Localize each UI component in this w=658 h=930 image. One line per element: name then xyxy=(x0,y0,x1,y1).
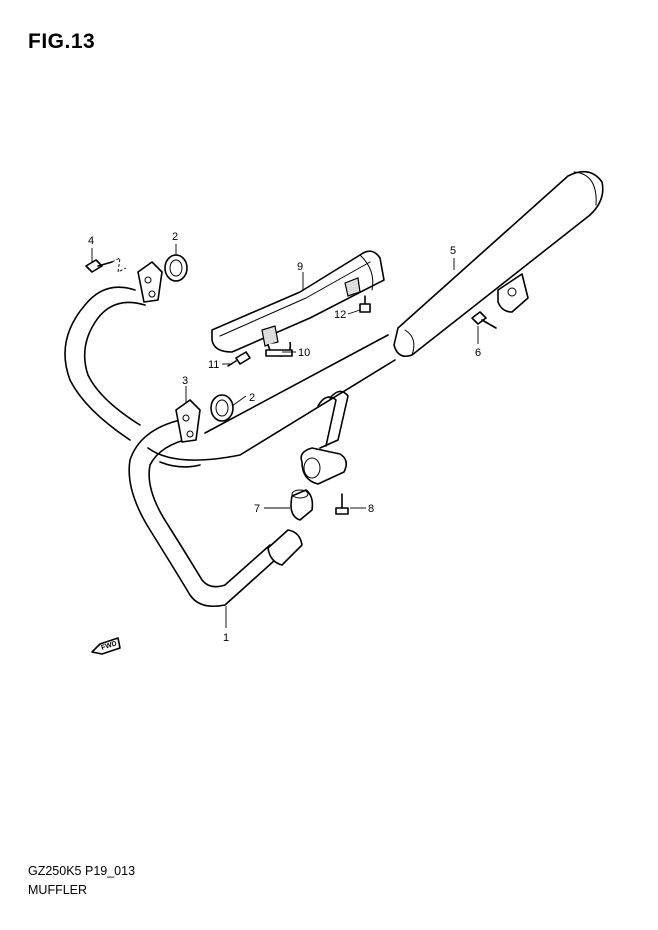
bolt-4[interactable] xyxy=(85,257,127,273)
callout-9: 9 xyxy=(297,261,303,273)
bolt-6[interactable] xyxy=(471,311,497,329)
callout-2-front: 2 xyxy=(249,392,255,404)
joint-pipe[interactable] xyxy=(290,489,314,521)
muffler-body[interactable] xyxy=(393,170,604,358)
forward-arrow-icon: FWD xyxy=(91,637,121,655)
callout-5: 5 xyxy=(450,245,456,257)
fwd-label: FWD xyxy=(100,640,117,652)
callout-7: 7 xyxy=(254,503,260,515)
callout-8: 8 xyxy=(368,503,374,515)
callout-6: 6 xyxy=(475,347,481,359)
front-exhaust-pipe[interactable] xyxy=(128,419,303,608)
gasket-rear[interactable] xyxy=(164,254,188,282)
figure-code: GZ250K5 P19_013 xyxy=(28,864,136,878)
rear-flange[interactable] xyxy=(137,261,163,303)
callout-1: 1 xyxy=(223,632,229,644)
callout-leaders xyxy=(91,244,479,628)
callout-2-rear: 2 xyxy=(172,231,178,243)
bolt-8[interactable] xyxy=(335,493,349,515)
figure-name: MUFFLER xyxy=(28,883,88,897)
figure-title: FIG.13 xyxy=(28,30,96,53)
callout-11: 11 xyxy=(208,359,219,371)
callout-4: 4 xyxy=(88,235,94,247)
callout-10: 10 xyxy=(298,347,310,359)
heat-shield[interactable] xyxy=(211,250,385,353)
clamp[interactable] xyxy=(265,341,293,357)
rear-exhaust-pipe[interactable] xyxy=(64,286,396,468)
bolt-11[interactable] xyxy=(227,351,251,367)
front-flange[interactable] xyxy=(175,399,201,443)
connector-pipe[interactable] xyxy=(300,390,349,485)
callout-3: 3 xyxy=(182,375,188,387)
bolt-12[interactable] xyxy=(359,295,371,313)
callout-12: 12 xyxy=(334,309,346,321)
gasket-front[interactable] xyxy=(210,394,234,422)
